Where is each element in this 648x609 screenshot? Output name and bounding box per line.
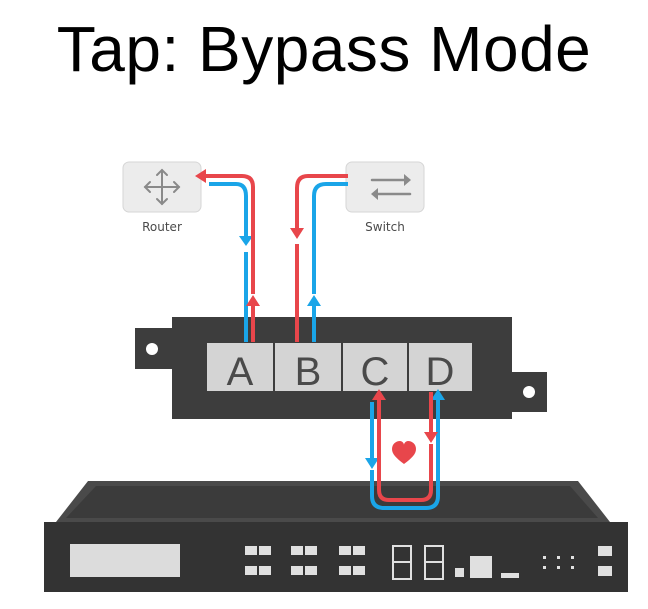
- tap-port-c: C: [343, 343, 407, 394]
- switch-device: Switch: [345, 161, 425, 234]
- switch-label: Switch: [365, 220, 405, 234]
- port-a-label: A: [227, 350, 254, 394]
- mount-hole-left: [146, 343, 158, 355]
- tap-device: A B C D: [135, 317, 547, 419]
- bypass-loop: [365, 389, 445, 510]
- tap-port-a: A: [207, 343, 273, 394]
- tap-port-d: D: [409, 343, 472, 394]
- appliance-ports: [245, 545, 612, 580]
- router-icon: [143, 168, 181, 206]
- network-appliance: [44, 481, 628, 592]
- flow-switch-b: [290, 174, 348, 342]
- port-c-label: C: [361, 350, 390, 394]
- switch-icon: [370, 174, 412, 200]
- router-device: Router: [122, 161, 202, 234]
- appliance-display: [70, 544, 180, 577]
- mount-hole-right: [523, 386, 535, 398]
- router-label: Router: [142, 220, 182, 234]
- port-d-label: D: [426, 350, 455, 394]
- page-title: Tap: Bypass Mode: [56, 13, 592, 85]
- heart-icon: [392, 441, 416, 464]
- flow-router-a: [195, 169, 260, 342]
- tap-port-b: B: [275, 343, 341, 394]
- port-b-label: B: [295, 350, 322, 394]
